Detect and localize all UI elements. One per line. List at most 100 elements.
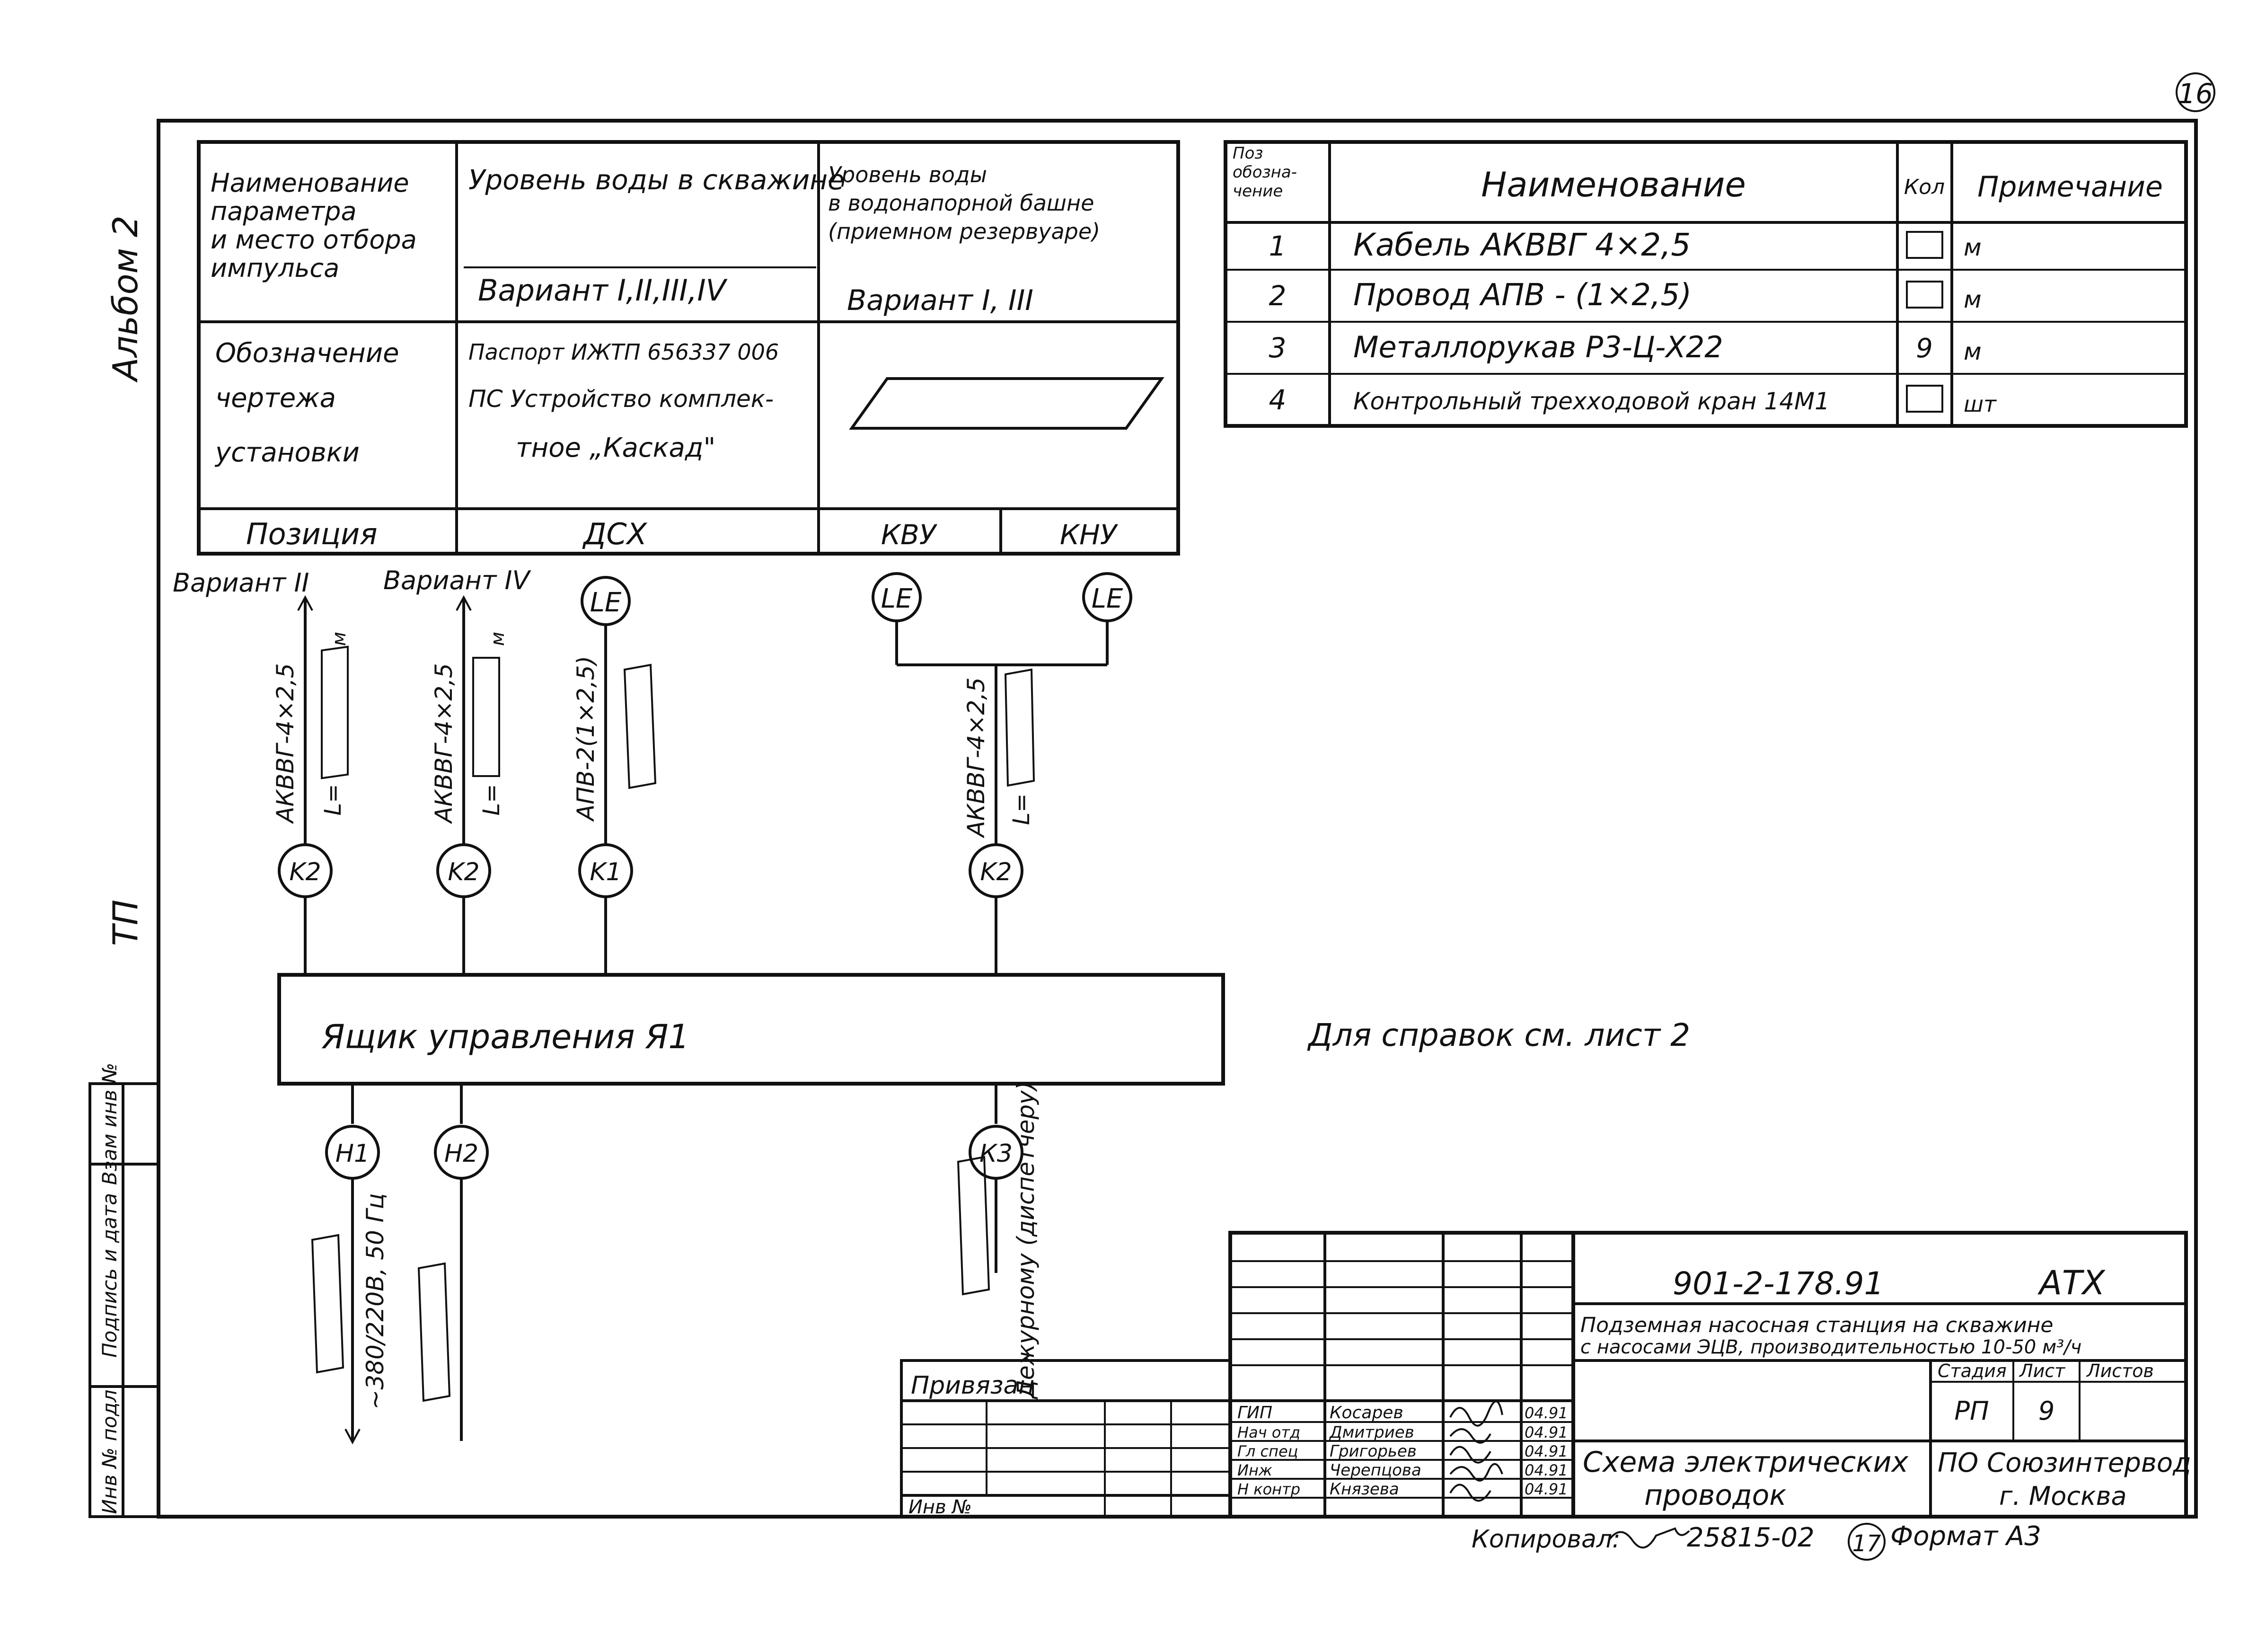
organization-line2: г. Москва <box>1999 1481 2127 1511</box>
stamp-inv-podl: Инв № подл <box>98 1389 121 1514</box>
copier-signature <box>1608 1527 1690 1549</box>
project-line1: Подземная насосная станция на скважине <box>1580 1313 2054 1337</box>
person-5-date: 04.91 <box>1525 1480 1568 1498</box>
binding-label: Привязан <box>911 1371 1034 1400</box>
spec-row1-pos: 1 <box>1269 230 1287 262</box>
spec-head-name: Наименование <box>1481 165 1746 204</box>
footer-copied: Копировал: <box>1472 1525 1621 1554</box>
person-5-role: Н контр <box>1237 1480 1300 1498</box>
mark-k2-a: K2 <box>278 843 333 898</box>
cable-1-length: L= <box>320 784 346 816</box>
params-drawing-line2: ПС Устройство комплек- <box>468 385 774 413</box>
spec-row4-qty-box <box>1906 385 1943 413</box>
mark-k2-a-text: K2 <box>289 858 321 886</box>
spec-head-qty: Кол <box>1904 175 1945 199</box>
cable-1-unit: м <box>328 632 350 646</box>
person-4-name: Черепцова <box>1330 1461 1421 1480</box>
mark-n1: Н1 <box>325 1125 380 1180</box>
person-1-role: ГИП <box>1237 1403 1272 1422</box>
mark-k1: K1 <box>578 843 633 898</box>
cable-3-length-box <box>623 663 657 789</box>
position-knu: КНУ <box>1060 519 1119 551</box>
footer: Копировал: 25815-02 17 Формат А3 <box>1472 1521 2041 1561</box>
sheets-header: Листов <box>2086 1360 2154 1381</box>
params-col2-variant: Вариант I, III <box>847 284 1033 317</box>
series-label: ТП <box>106 900 145 946</box>
circuit-n1-label: ~380/220В, 50 Гц <box>362 1193 389 1409</box>
variant-2-label: Вариант II <box>173 568 309 598</box>
cable-1-label: АКВВГ-4×2,5 <box>272 663 299 824</box>
circuit-n1-box <box>311 1234 344 1374</box>
person-2-role: Нач отд <box>1237 1423 1300 1441</box>
cable-2-label: АКВВГ-4×2,5 <box>430 663 458 824</box>
spec-row1-note: м <box>1964 234 1982 261</box>
circuit-k3-label: Дежурному (диспетчеру) <box>1012 1081 1040 1399</box>
spec-row2-qty-box <box>1906 281 1943 309</box>
mark-k2-c-text: K2 <box>980 858 1012 886</box>
sheet-value: 9 <box>2038 1396 2054 1426</box>
spec-row2-note: м <box>1964 286 1982 313</box>
level-sensor-dsx: LE <box>581 576 631 626</box>
footer-number: 25815-02 <box>1687 1522 1815 1553</box>
drawing-name-line1: Схема электрических <box>1583 1446 1908 1479</box>
person-1-date: 04.91 <box>1525 1404 1568 1422</box>
inv-label: Инв № <box>908 1496 972 1518</box>
sheet-number-text: 16 <box>2178 78 2213 110</box>
circuit-k3-box <box>957 1156 990 1296</box>
person-2-name: Дмитриев <box>1329 1423 1414 1442</box>
drawing-name-line2: проводок <box>1644 1479 1787 1512</box>
spec-row4-name: Контрольный трехходовой кран 14М1 <box>1353 388 1830 415</box>
person-5-name: Князева <box>1330 1480 1399 1499</box>
person-3-date: 04.91 <box>1525 1442 1568 1460</box>
cable-3-label: АПВ-2(1×2,5) <box>572 656 600 822</box>
person-3-name: Григорьев <box>1330 1442 1417 1461</box>
cable-2-unit: м <box>487 632 509 646</box>
footer-page: 17 <box>1852 1530 1881 1557</box>
cable-4-length: L= <box>1008 794 1035 825</box>
position-label: Позиция <box>246 517 378 551</box>
params-col1-variant: Вариант I,II,III,IV <box>478 273 728 308</box>
album-label: Альбом 2 <box>106 215 145 382</box>
wiring-diagram: Вариант II Вариант IV LE LE LE АКВВГ-4×2… <box>173 565 1690 1445</box>
cable-4-label: АКВВГ-4×2,5 <box>962 677 990 838</box>
person-3-role: Гл спец <box>1237 1442 1298 1460</box>
circuit-n2-box <box>417 1262 451 1402</box>
spec-row4-note: шт <box>1964 391 1997 417</box>
level-sensor-knu: LE <box>1082 572 1132 622</box>
params-col1-title: Уровень воды в скважине <box>468 164 845 196</box>
params-drawing-line3: тное „Каскад" <box>516 433 715 463</box>
footer-format: Формат А3 <box>1890 1521 2041 1552</box>
params-drawing-line1: Паспорт ИЖТП 656337 006 <box>468 339 779 365</box>
reference-note: Для справок см. лист 2 <box>1307 1017 1690 1053</box>
position-kvu: КВУ <box>881 519 938 551</box>
organization-line1: ПО Союзинтервод <box>1938 1448 2191 1478</box>
drawing-code: 901-2-178.91 <box>1673 1265 1884 1302</box>
cable-1-length-box <box>321 645 349 779</box>
sensor-kvu-label: LE <box>881 583 913 614</box>
stamp-signature: Подпись и дата <box>98 1193 121 1358</box>
person-4-role: Инж <box>1237 1461 1272 1479</box>
cable-2-length: L= <box>478 784 505 816</box>
sheet-number: 16 <box>2176 72 2215 112</box>
person-1-name: Косарев <box>1330 1403 1403 1422</box>
mark-k2-b-text: K2 <box>448 858 479 886</box>
spec-row3-pos: 3 <box>1269 332 1287 364</box>
spec-row2-name: Провод АПВ - (1×2,5) <box>1353 278 1692 313</box>
control-box-label: Ящик управления Я1 <box>321 1017 689 1056</box>
spec-row4-pos: 4 <box>1269 384 1287 416</box>
variant-4-label: Вариант IV <box>383 565 531 595</box>
stamp-vzam: Взам инв № <box>98 1063 121 1185</box>
spec-row2-pos: 2 <box>1269 280 1287 312</box>
sensor-dsx-label: LE <box>590 587 622 618</box>
spec-row1-qty-box <box>1906 231 1943 259</box>
level-sensor-kvu: LE <box>872 572 922 622</box>
sensor-knu-label: LE <box>1092 583 1123 614</box>
left-stamp-strip: Инв № подл Подпись и дата Взам инв № <box>88 1063 160 1518</box>
person-4-date: 04.91 <box>1525 1461 1568 1479</box>
